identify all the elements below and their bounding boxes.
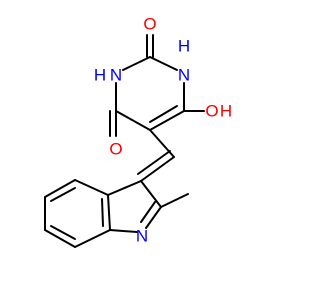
bond-c6-c5	[149, 110, 185, 131]
bond-methine-c3	[140, 156, 175, 182]
atom-n-top: N	[178, 66, 190, 85]
bond-c5-methine	[149, 129, 175, 158]
bond-c2-n1	[149, 56, 178, 71]
molecular-structure-diagram: O H N N H O H O N	[0, 0, 300, 300]
atom-h-top: H	[178, 37, 190, 56]
bond-methine-c3-double	[137, 150, 171, 175]
bond-c2-n3	[122, 56, 151, 71]
bond-c6-c7-double	[50, 225, 76, 240]
atom-o-hydroxyl: O	[205, 102, 218, 121]
atom-n-indole: N	[136, 227, 148, 246]
bond-c3a-c7a	[107, 194, 111, 231]
bond-c3-c3a	[107, 180, 142, 196]
bond-c6-c7	[44, 229, 76, 248]
bond-layer	[44, 34, 205, 248]
atom-o-bottom: O	[109, 140, 122, 159]
bond-c3a-c4	[74, 179, 109, 196]
bond-c5-c4	[115, 110, 151, 131]
bond-c7-c7a	[74, 229, 111, 248]
bond-n-c7a	[109, 229, 138, 233]
bond-c7a-c3a-double	[101, 198, 104, 227]
diagram-background	[0, 0, 300, 300]
bond-c4-c5-double	[50, 187, 76, 202]
bond-c2-n-double	[140, 201, 156, 223]
bond-c4-c5	[44, 179, 76, 198]
atom-o-top: O	[143, 15, 156, 34]
atom-h-left: H	[94, 66, 106, 85]
bond-c3-c2	[140, 180, 162, 208]
bond-c2-methyl	[160, 193, 189, 208]
atom-h-hydroxyl: H	[220, 102, 232, 121]
bond-c6-c5-double	[149, 105, 178, 123]
atom-n-left: N	[110, 66, 122, 85]
atom-label-layer: O H N N H O H O N	[94, 15, 232, 246]
bond-c2-n	[145, 206, 162, 229]
